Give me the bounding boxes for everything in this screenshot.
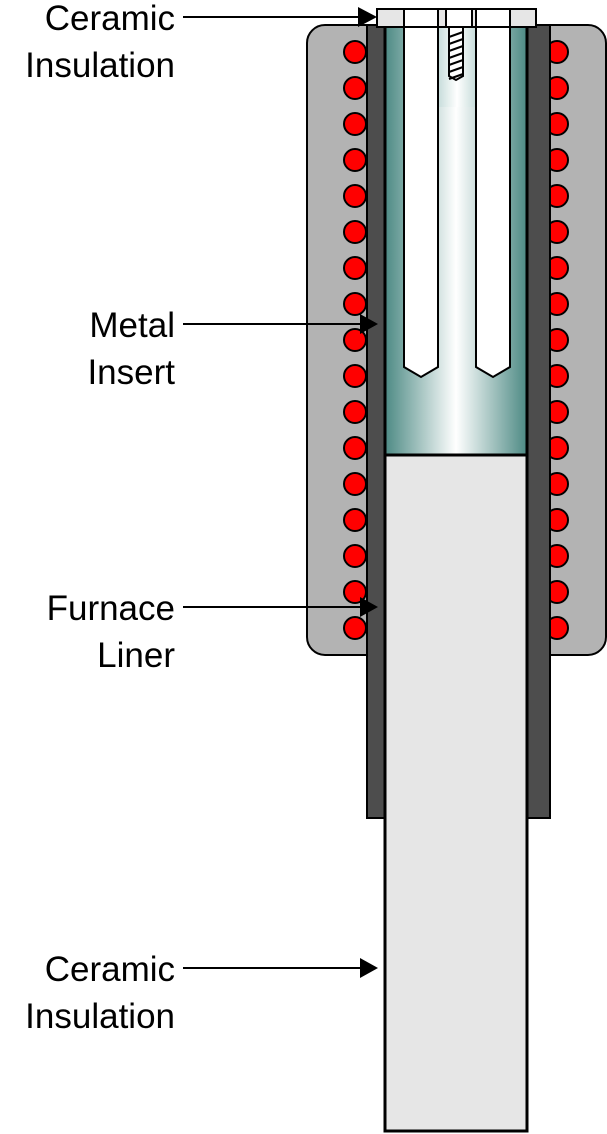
- svg-text:Insert: Insert: [87, 353, 175, 392]
- thread-line: [448, 31, 464, 38]
- thread-line: [448, 52, 464, 59]
- coil-turn: [343, 184, 367, 208]
- ceramic-insulation-bottom: [383, 453, 529, 1133]
- thread-line: [448, 66, 464, 73]
- svg-text:Ceramic: Ceramic: [45, 0, 175, 38]
- coil-turn: [343, 508, 367, 532]
- label-furnace-liner: Furnace Liner: [47, 589, 378, 675]
- svg-text:Liner: Liner: [97, 636, 175, 675]
- arrow-head: [358, 7, 377, 27]
- ceramic-insulation-top: [376, 8, 537, 28]
- coil-turn: [343, 292, 367, 316]
- svg-text:Metal: Metal: [89, 306, 175, 345]
- coil-turn: [343, 436, 367, 460]
- svg-text:Ceramic: Ceramic: [45, 950, 175, 989]
- coil-turn: [343, 112, 367, 136]
- coil-turn: [343, 40, 367, 64]
- coil-turn: [343, 400, 367, 424]
- insert-bore-right: [475, 26, 511, 379]
- induction-coil-left: [343, 40, 367, 640]
- thread-line: [448, 59, 464, 66]
- coil-turn: [343, 256, 367, 280]
- coil-turn: [343, 220, 367, 244]
- arrow-head: [360, 597, 378, 617]
- coil-turn: [343, 616, 367, 640]
- svg-text:Insulation: Insulation: [25, 997, 175, 1036]
- coil-turn: [343, 472, 367, 496]
- insert-bore-left: [403, 26, 439, 379]
- arrow-head: [360, 314, 378, 334]
- svg-text:Furnace: Furnace: [47, 589, 175, 628]
- svg-text:Insulation: Insulation: [25, 46, 175, 85]
- coil-turn: [343, 76, 367, 100]
- coil-turn: [343, 148, 367, 172]
- arrow-head: [360, 958, 378, 978]
- thread-lines: [448, 31, 464, 80]
- label-ceramic-insulation-bottom: Ceramic Insulation: [25, 950, 378, 1036]
- label-metal-insert: Metal Insert: [87, 306, 378, 392]
- thread-line: [448, 38, 464, 45]
- coil-turn: [343, 544, 367, 568]
- label-ceramic-insulation-top: Ceramic Insulation: [25, 0, 377, 85]
- thread-line: [448, 73, 464, 80]
- thread-line: [448, 45, 464, 52]
- coil-turn: [343, 364, 367, 388]
